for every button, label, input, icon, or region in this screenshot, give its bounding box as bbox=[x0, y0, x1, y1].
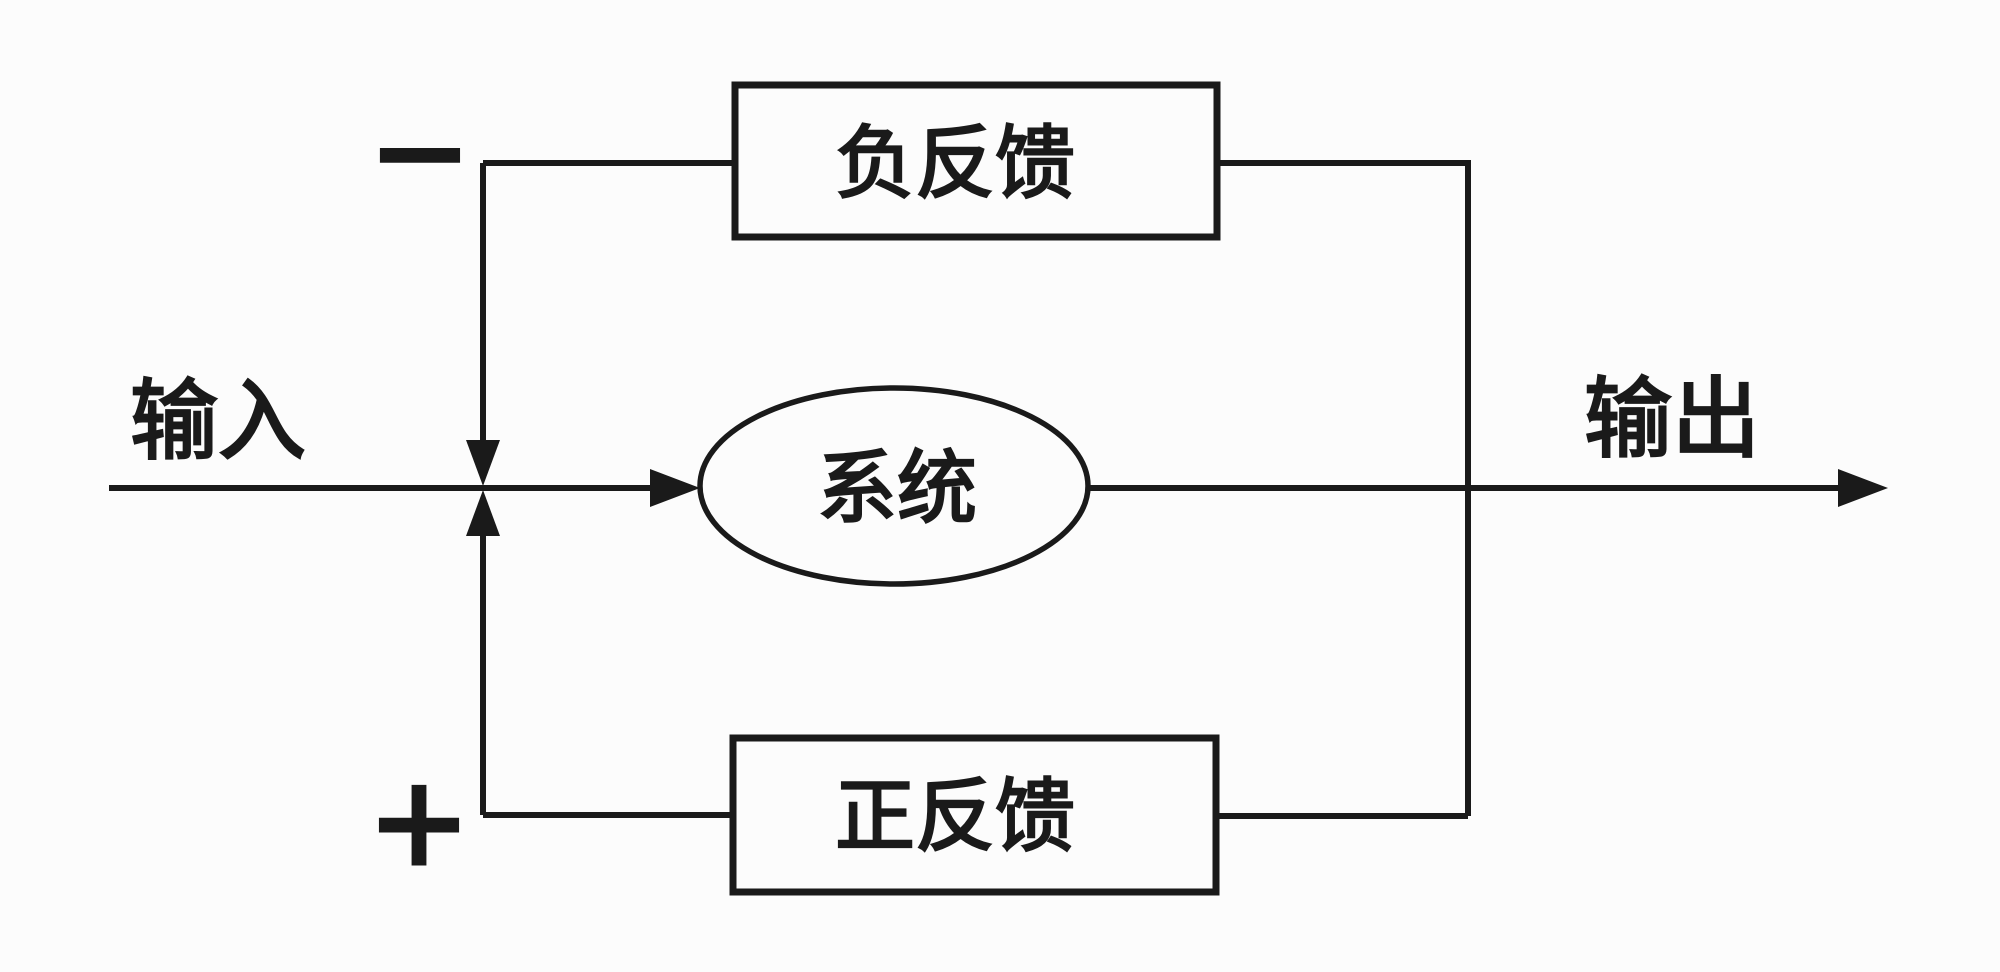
input-label: 输入 bbox=[130, 375, 306, 472]
positive-feedback-node bbox=[729, 734, 1220, 896]
positive-feedback-junction-arrow-head bbox=[466, 490, 500, 536]
plus-sign-label: + bbox=[365, 748, 472, 897]
negative-feedback-node bbox=[731, 81, 1221, 241]
negative-feedback-node-label: 负反馈 bbox=[835, 121, 1075, 209]
system-node-label: 系统 bbox=[817, 446, 977, 534]
positive-feedback-node-label: 正反馈 bbox=[835, 774, 1075, 862]
system-node bbox=[697, 385, 1091, 587]
output-arrow-head bbox=[1838, 469, 1888, 507]
negative-feedback-loop-right-path bbox=[1217, 160, 1471, 816]
output-label: 输出 bbox=[1584, 373, 1760, 470]
negative-feedback-junction-arrow-head bbox=[466, 440, 500, 486]
input-arrow-head bbox=[650, 469, 700, 507]
positive-feedback-loop-left-path bbox=[480, 532, 733, 818]
minus-sign-label: − bbox=[366, 78, 473, 227]
negative-feedback-loop-left-path bbox=[480, 160, 735, 444]
